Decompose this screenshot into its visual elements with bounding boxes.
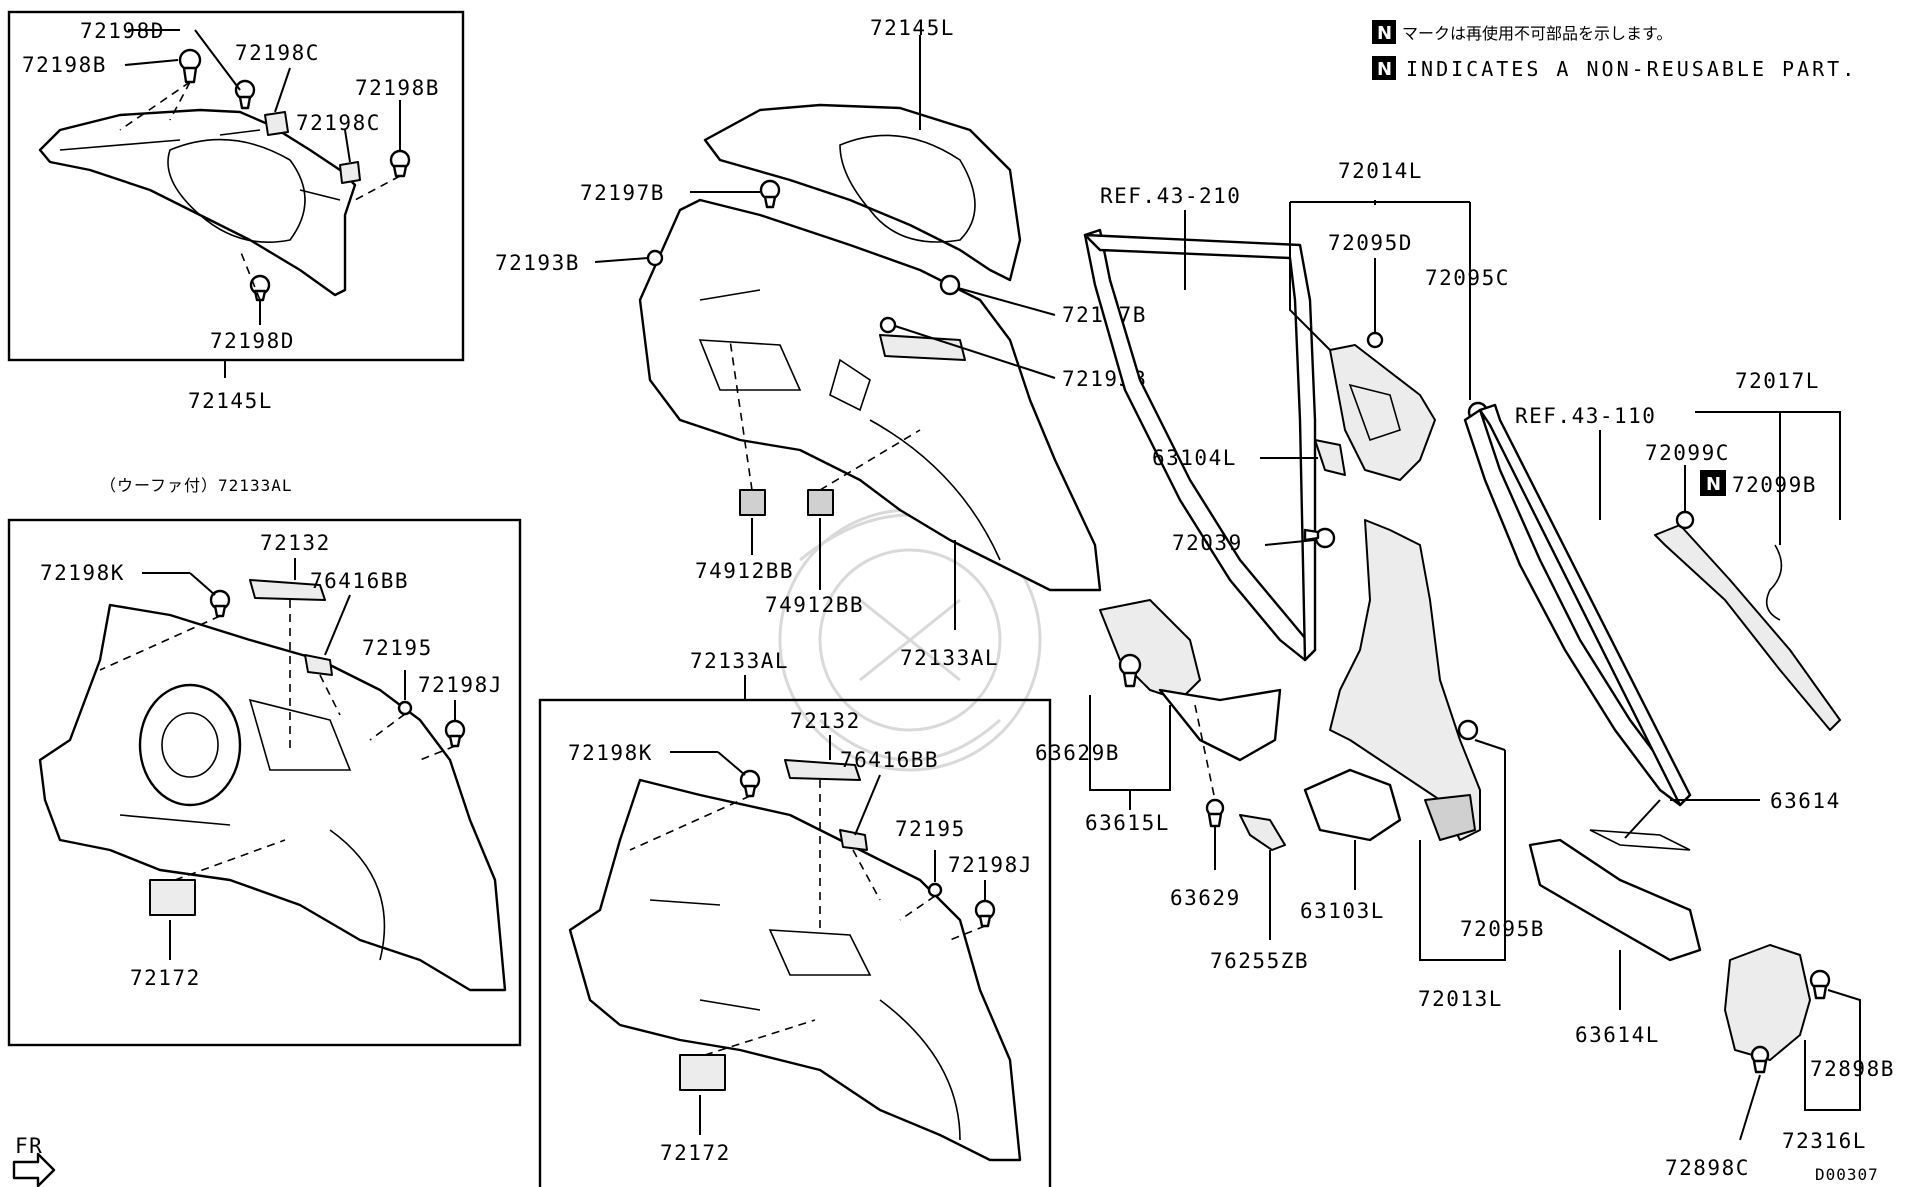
label-72095B: 72095B: [1460, 917, 1545, 941]
label-63629: 63629: [1170, 886, 1241, 910]
label-72316L: 72316L: [1782, 1129, 1867, 1153]
label-76416BB: 76416BB: [310, 569, 409, 593]
clip-72198C: [264, 111, 289, 136]
quarter-trim-with-woofer: [38, 603, 507, 992]
quarter-trim-72133AL: [638, 198, 1102, 592]
handle-72132: [249, 579, 326, 601]
label-72898C: 72898C: [1665, 1156, 1750, 1180]
clip-72198C: [339, 161, 361, 184]
non-reusable-marker-icon: [1700, 470, 1726, 496]
diagram-code: D00307: [1815, 1165, 1879, 1184]
bracket-72013L: [1424, 794, 1476, 841]
label-72172: 72172: [660, 1141, 731, 1165]
label-72014L: 72014L: [1338, 159, 1423, 183]
cover-63615L: [1099, 599, 1201, 701]
center-upper-assembly: 72145L 72197B 72193B 72197B 72193B 74912…: [495, 16, 1145, 670]
cover-76416BB-inset: [839, 829, 868, 851]
label-63629B: 63629B: [1035, 741, 1120, 765]
handle-center: [879, 334, 966, 361]
woofer-grille: [138, 683, 242, 807]
front-direction-indicator: FR: [12, 1134, 56, 1187]
label-72145L: 72145L: [870, 16, 955, 40]
label-72198B: 72198B: [355, 76, 440, 100]
legend-note-en: INDICATES A NON-REUSABLE PART.: [1406, 57, 1857, 81]
clip-76255ZB: [1239, 814, 1286, 851]
label-63615L: 63615L: [1085, 811, 1170, 835]
label-72039: 72039: [1172, 531, 1243, 555]
inset-frame: [7, 10, 465, 362]
label-63103L: 63103L: [1300, 899, 1385, 923]
non-reusable-marker-icon: [1372, 20, 1396, 44]
cap-72172-inset: [679, 1054, 726, 1091]
label-72132: 72132: [790, 709, 861, 733]
label-72172: 72172: [130, 966, 201, 990]
label-72197B: 72197B: [580, 181, 665, 205]
label-72099C: 72099C: [1645, 441, 1730, 465]
label-72195: 72195: [895, 817, 966, 841]
weatherstrip-ref-43-110-edge: [1478, 403, 1692, 807]
label-72095C: 72095C: [1425, 266, 1510, 290]
label-72133AL: 72133AL: [900, 646, 999, 670]
label-72017L: 72017L: [1735, 369, 1820, 393]
inset-title: （ウーファ付）72133AL: [100, 476, 292, 495]
pillar-trim-72014L: [1329, 344, 1436, 481]
lower-left-inset: （ウーファ付）72133AL 72132 72198K 76416BB 7219…: [7, 476, 522, 1047]
label-72195: 72195: [362, 636, 433, 660]
non-reusable-marker-icon: [1372, 56, 1396, 80]
label-72198B: 72198B: [22, 53, 107, 77]
upper-left-inset: 72198D 72198B 72198C 72198B 72198C 72198…: [7, 10, 465, 413]
marker-letter: N: [1706, 474, 1721, 495]
scuff-plate-63614L: [1528, 838, 1702, 962]
label-72198D: 72198D: [210, 329, 295, 353]
label-ref-43-210: REF.43-210: [1100, 184, 1241, 208]
label-72013L: 72013L: [1418, 987, 1503, 1011]
marker-letter: N: [1377, 23, 1392, 44]
handle-72132-inset: [784, 759, 861, 781]
cover-76416BB: [304, 654, 333, 676]
clip-74912BB: [807, 489, 834, 516]
label-72132: 72132: [260, 531, 331, 555]
label-72145L: 72145L: [188, 389, 273, 413]
marker-letter: N: [1377, 59, 1392, 80]
bracket-63104L: [1314, 439, 1346, 476]
label-72198J: 72198J: [418, 673, 503, 697]
label-72198D: 72198D: [80, 19, 165, 43]
label-ref-43-110: REF.43-110: [1515, 404, 1656, 428]
legend-note-jp: マークは再使用不可部品を示します。: [1402, 24, 1672, 43]
label-76255ZB: 76255ZB: [1210, 949, 1309, 973]
weatherstrip-ref-43-210-edge: [1083, 233, 1317, 662]
legend: N マークは再使用不可部品を示します。 N INDICATES A NON-RE…: [1372, 20, 1857, 81]
quarter-trim-72133AL-inset: [568, 778, 1022, 1162]
cover-72316L: [1724, 944, 1811, 1061]
label-72095D: 72095D: [1328, 231, 1413, 255]
label-63104L: 63104L: [1152, 446, 1237, 470]
right-assembly: REF.43-210 72014L 72095D 72095C 63104L 7…: [1035, 159, 1895, 1184]
label-72198C: 72198C: [235, 41, 320, 65]
label-72198J: 72198J: [948, 853, 1033, 877]
label-72898B: 72898B: [1810, 1057, 1895, 1081]
trim-63615L-lower: [1158, 688, 1282, 762]
weatherstrip-ref-43-210: [1083, 228, 1317, 662]
label-72198C: 72198C: [296, 111, 381, 135]
upper-trim-panel: [38, 108, 357, 297]
inset-frame: [7, 518, 522, 1047]
label-72133AL: 72133AL: [690, 649, 789, 673]
label-72198K: 72198K: [40, 561, 125, 585]
label-63614L: 63614L: [1575, 1023, 1660, 1047]
label-72099B: 72099B: [1732, 473, 1817, 497]
cap-72172: [149, 879, 196, 916]
inset-frame: [538, 698, 1052, 1187]
garnish-72017L: [1654, 524, 1841, 731]
label-74912BB: 74912BB: [765, 593, 864, 617]
lower-center-inset: 72133AL 72132 72198K 76416BB 72195 72198…: [538, 649, 1052, 1187]
clip-74912BB: [739, 489, 766, 516]
label-72193B: 72193B: [495, 251, 580, 275]
label-63614: 63614: [1770, 789, 1841, 813]
label-72198K: 72198K: [568, 741, 653, 765]
arrow-right-icon: [12, 1152, 56, 1187]
label-76416BB: 76416BB: [840, 748, 939, 772]
label-74912BB: 74912BB: [695, 559, 794, 583]
bracket-63103L: [1303, 768, 1402, 842]
